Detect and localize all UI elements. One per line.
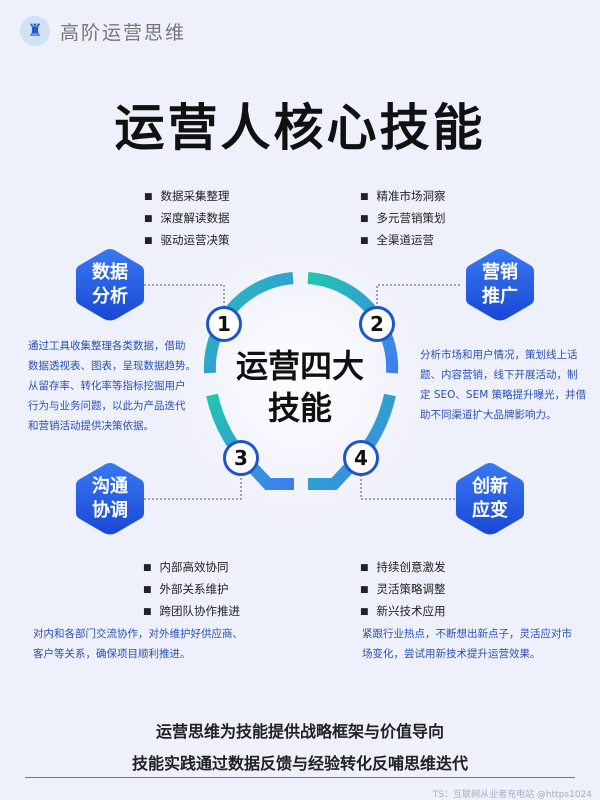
bullets-data-analysis: 数据采集整理 深度解读数据 驱动运营决策: [144, 186, 230, 252]
number-badge-4: 4: [343, 440, 379, 476]
badge-label: 沟通: [92, 476, 128, 497]
center-title: 运营四大 技能: [200, 345, 400, 429]
bullet-item: 数据采集整理: [144, 186, 230, 208]
footer-line-1: 运营思维为技能提供战略框架与价值导向: [155, 722, 444, 741]
bullet-item: 深度解读数据: [144, 208, 230, 230]
bullet-item: 多元营销策划: [360, 208, 446, 230]
footer-line-2: 技能实践通过数据反馈与经验转化反哺思维迭代: [131, 754, 468, 773]
bullets-innovation: 持续创意激发 灵活策略调整 新兴技术应用: [360, 557, 446, 623]
badge-communication: 沟通协调: [73, 460, 147, 538]
connector-4: [360, 476, 455, 500]
number-badge-1: 1: [206, 306, 242, 342]
badge-marketing: 营销推广: [463, 246, 537, 324]
badge-label: 协调: [92, 500, 128, 521]
desc-line: 场变化，尝试用新技术提升运营效果。: [362, 648, 541, 660]
desc-line: 行为与业务问题，以此为产品迭代: [28, 400, 186, 412]
bullet-item: 灵活策略调整: [360, 579, 446, 601]
desc-line: 数据透视表、图表，呈现数据趋势。: [28, 360, 196, 372]
page-title: 运营人核心技能: [114, 99, 486, 157]
desc-line: 客户等关系，确保项目顺利推进。: [33, 648, 191, 660]
desc-line: 定 SEO、SEM 策略提升曝光，并借: [420, 389, 587, 401]
center-title-line: 运营四大: [235, 347, 364, 385]
bullet-item: 跨团队协作推进: [143, 601, 241, 623]
desc-line: 从留存率、转化率等指标挖掘用户: [28, 380, 186, 392]
center-title-line: 技能: [267, 389, 332, 427]
connector-3: [140, 476, 242, 500]
connector-1: [140, 284, 225, 306]
divider: [25, 777, 575, 778]
brand-name: 高阶运营思维: [60, 21, 187, 44]
desc-data-analysis: 通过工具收集整理各类数据，借助 数据透视表、图表，呈现数据趋势。 从留存率、转化…: [28, 336, 196, 436]
desc-marketing: 分析市场和用户情况，策划线上话 题、内容营销，线下开展活动，制 定 SEO、SE…: [420, 345, 586, 425]
bullet-item: 精准市场洞察: [360, 186, 446, 208]
bullet-item: 驱动运营决策: [144, 230, 230, 252]
desc-line: 和营销活动提供决策依据。: [28, 420, 154, 432]
desc-communication: 对内和各部门交流协作，对外维护好供应商、 客户等关系，确保项目顺利推进。: [33, 624, 243, 664]
number-badge-2: 2: [359, 306, 395, 342]
bullet-item: 全渠道运营: [360, 230, 446, 252]
bullet-item: 持续创意激发: [360, 557, 446, 579]
badge-label: 应变: [472, 500, 508, 521]
bullet-item: 内部高效协同: [143, 557, 240, 579]
bullet-item: 新兴技术应用: [360, 601, 446, 623]
rook-icon: ♜: [20, 16, 50, 46]
number-badge-3: 3: [223, 440, 259, 476]
desc-line: 助不同渠道扩大品牌影响力。: [420, 409, 557, 421]
badge-label: 创新: [472, 476, 508, 497]
desc-line: 分析市场和用户情况，策划线上话: [420, 349, 578, 361]
connector-2: [376, 284, 460, 306]
bullets-marketing: 精准市场洞察 多元营销策划 全渠道运营: [360, 186, 446, 252]
badge-data-analysis: 数据分析: [73, 246, 147, 324]
desc-innovation: 紧跟行业热点，不断想出新点子，灵活应对市 场变化，尝试用新技术提升运营效果。: [362, 624, 572, 664]
badge-label: 分析: [92, 286, 128, 307]
bullet-item: 外部关系维护: [143, 579, 240, 601]
badge-label: 营销: [482, 262, 518, 283]
badge-label: 数据: [92, 262, 128, 283]
bullets-communication: 内部高效协同 外部关系维护 跨团队协作推进: [143, 557, 241, 623]
watermark: TS：互联网从业者充电站 @https1024: [432, 790, 592, 800]
badge-innovation: 创新应变: [453, 460, 527, 538]
desc-line: 通过工具收集整理各类数据，借助: [28, 340, 186, 352]
brand: ♜ 高阶运营思维: [20, 16, 186, 46]
badge-label: 推广: [482, 286, 518, 307]
desc-line: 紧跟行业热点，不断想出新点子，灵活应对市: [362, 628, 572, 640]
desc-line: 题、内容营销，线下开展活动，制: [420, 369, 578, 381]
desc-line: 对内和各部门交流协作，对外维护好供应商、: [33, 628, 243, 640]
